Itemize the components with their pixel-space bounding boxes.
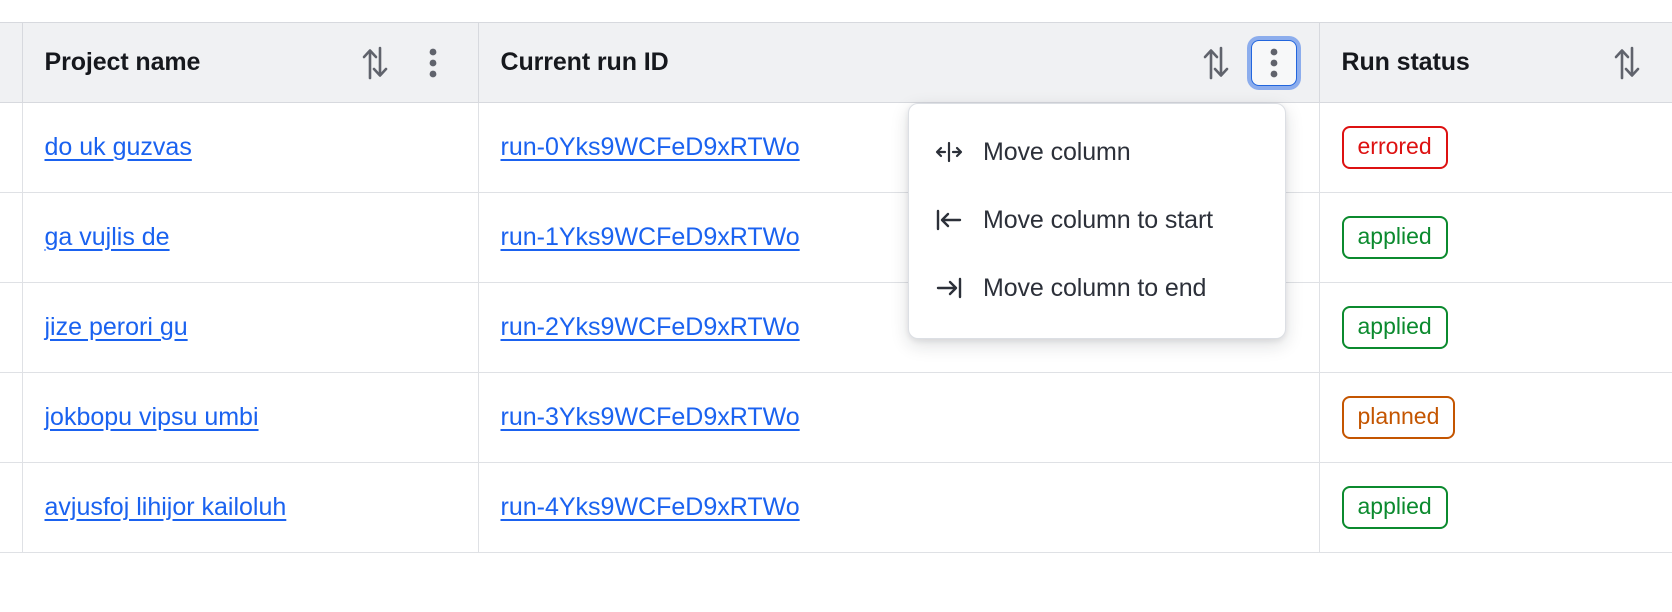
kebab-menu-icon[interactable] [410, 40, 456, 86]
kebab-menu-icon[interactable] [1250, 39, 1297, 86]
cell-current-run-id: run-4Yks9WCFeD9xRTWo [478, 462, 1320, 553]
move-to-end-icon [935, 274, 963, 302]
column-context-menu: Move column Move column to start Mov [908, 103, 1286, 339]
cell-run-status: planned [1319, 372, 1672, 463]
projects-table: Project name [0, 22, 1672, 553]
table-body: do uk guzvas run-0Yks9WCFeD9xRTWo errore… [0, 102, 1672, 553]
cell-run-status: applied [1319, 282, 1672, 373]
sort-arrows-icon[interactable] [1604, 40, 1650, 86]
row-selector-cell[interactable] [0, 192, 23, 283]
project-name-link[interactable]: avjusfoj lihijor kailoluh [44, 493, 287, 521]
project-name-link[interactable]: jize perori gu [44, 313, 188, 341]
row-selector-cell[interactable] [0, 282, 23, 373]
cell-run-status: errored [1319, 102, 1672, 193]
move-to-start-icon [935, 206, 963, 234]
sort-arrows-icon[interactable] [1193, 40, 1239, 86]
status-badge: applied [1341, 216, 1448, 259]
table-row: jize perori gu run-2Yks9WCFeD9xRTWo appl… [0, 282, 1672, 373]
cell-project-name: avjusfoj lihijor kailoluh [22, 462, 479, 553]
cell-project-name: ga vujlis de [22, 192, 479, 283]
cell-run-status: applied [1319, 192, 1672, 283]
cell-current-run-id: run-3Yks9WCFeD9xRTWo [478, 372, 1320, 463]
table-header: Project name [0, 22, 1672, 103]
cell-run-status: applied [1319, 462, 1672, 553]
run-id-link[interactable]: run-1Yks9WCFeD9xRTWo [500, 223, 800, 251]
status-badge: planned [1341, 396, 1456, 439]
menu-item-move-column[interactable]: Move column [909, 118, 1285, 186]
row-selector-cell[interactable] [0, 102, 23, 193]
run-id-link[interactable]: run-3Yks9WCFeD9xRTWo [500, 403, 800, 431]
table-row: do uk guzvas run-0Yks9WCFeD9xRTWo errore… [0, 102, 1672, 193]
run-id-link[interactable]: run-4Yks9WCFeD9xRTWo [500, 493, 800, 521]
status-badge: errored [1341, 126, 1448, 169]
table-row: avjusfoj lihijor kailoluh run-4Yks9WCFeD… [0, 462, 1672, 553]
cell-project-name: do uk guzvas [22, 102, 479, 193]
column-header-controls [1193, 39, 1297, 86]
column-header-controls [1604, 40, 1650, 86]
column-header-run-status: Run status [1319, 22, 1672, 103]
menu-item-move-column-to-end[interactable]: Move column to end [909, 254, 1285, 322]
column-header-label: Run status [1341, 48, 1470, 76]
project-name-link[interactable]: do uk guzvas [44, 133, 192, 161]
row-selector-cell[interactable] [0, 372, 23, 463]
column-header-controls [352, 40, 456, 86]
project-name-link[interactable]: jokbopu vipsu umbi [44, 403, 259, 431]
menu-item-label: Move column to end [983, 273, 1207, 302]
run-id-link[interactable]: run-0Yks9WCFeD9xRTWo [500, 133, 800, 161]
table-row: jokbopu vipsu umbi run-3Yks9WCFeD9xRTWo … [0, 372, 1672, 463]
move-column-icon [935, 138, 963, 166]
header-row: Project name [0, 22, 1672, 103]
cell-project-name: jokbopu vipsu umbi [22, 372, 479, 463]
menu-item-move-column-to-start[interactable]: Move column to start [909, 186, 1285, 254]
column-header-label: Current run ID [500, 48, 669, 76]
run-id-link[interactable]: run-2Yks9WCFeD9xRTWo [500, 313, 800, 341]
menu-item-label: Move column [983, 137, 1131, 166]
row-selector-header [0, 22, 23, 103]
table-row: ga vujlis de run-1Yks9WCFeD9xRTWo applie… [0, 192, 1672, 283]
row-selector-cell[interactable] [0, 462, 23, 553]
status-badge: applied [1341, 306, 1448, 349]
menu-item-label: Move column to start [983, 205, 1214, 234]
project-name-link[interactable]: ga vujlis de [44, 223, 170, 251]
cell-project-name: jize perori gu [22, 282, 479, 373]
sort-arrows-icon[interactable] [352, 40, 398, 86]
column-header-project-name: Project name [22, 22, 479, 103]
status-badge: applied [1341, 486, 1448, 529]
column-header-label: Project name [44, 48, 201, 76]
column-header-current-run-id: Current run ID [478, 22, 1320, 103]
